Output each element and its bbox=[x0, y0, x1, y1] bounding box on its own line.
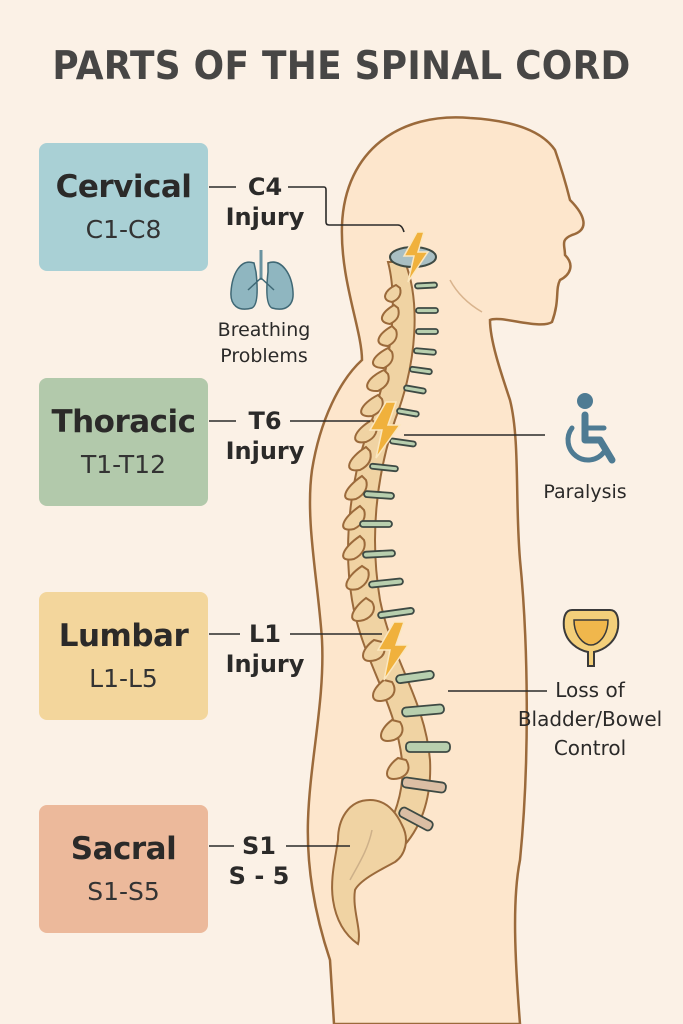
effect-paralysis: Paralysis bbox=[530, 479, 640, 505]
page-title: PARTS OF THE SPINAL CORD bbox=[52, 44, 631, 89]
injury-code: L1 bbox=[249, 620, 281, 648]
body-silhouette bbox=[306, 116, 585, 1024]
injury-code: S1 bbox=[242, 832, 276, 860]
injury-label: S - 5 bbox=[228, 862, 290, 890]
spinous-processes bbox=[342, 283, 410, 780]
lightning-icon-t6 bbox=[368, 401, 402, 459]
effect-label-line: Problems bbox=[220, 345, 308, 367]
lightning-icon-l1 bbox=[376, 621, 410, 681]
region-box-cervical: Cervical C1-C8 bbox=[39, 143, 208, 271]
injury-level-l1: L1 Injury bbox=[222, 620, 308, 678]
injury-level-t6: T6 Injury bbox=[222, 407, 308, 465]
injury-code: T6 bbox=[248, 407, 282, 435]
region-range: T1-T12 bbox=[81, 450, 166, 479]
region-range: C1-C8 bbox=[85, 215, 162, 244]
effect-bladder-bowel: Loss of Bladder/Bowel Control bbox=[500, 676, 680, 763]
injury-label: Injury bbox=[225, 650, 305, 678]
region-box-thoracic: Thoracic T1-T12 bbox=[39, 378, 208, 506]
sacrum bbox=[331, 798, 407, 946]
effect-breathing-problems: Breathing Problems bbox=[196, 317, 332, 369]
injury-level-s1: S1 S - 5 bbox=[216, 832, 302, 890]
injury-label: Injury bbox=[225, 437, 305, 465]
region-name: Thoracic bbox=[51, 404, 196, 440]
region-name: Sacral bbox=[70, 831, 177, 867]
injury-label: Injury bbox=[225, 203, 305, 231]
injury-code: C4 bbox=[247, 173, 283, 201]
lightning-icon-c4 bbox=[402, 231, 430, 283]
region-range: L1-L5 bbox=[89, 664, 158, 693]
effect-label-line: Bladder/Bowel bbox=[517, 707, 663, 731]
region-name: Lumbar bbox=[58, 618, 189, 654]
intervertebral-discs bbox=[359, 281, 451, 832]
effect-label-line: Loss of bbox=[555, 678, 625, 702]
effect-label-line: Breathing bbox=[217, 319, 311, 341]
region-box-sacral: Sacral S1-S5 bbox=[39, 805, 208, 933]
injury-level-c4: C4 Injury bbox=[222, 173, 308, 231]
region-range: S1-S5 bbox=[87, 877, 160, 906]
wheelchair-icon bbox=[565, 393, 616, 464]
bladder-icon bbox=[562, 609, 620, 667]
lungs-icon bbox=[230, 250, 294, 310]
region-box-lumbar: Lumbar L1-L5 bbox=[39, 592, 208, 720]
jaw-line bbox=[449, 279, 483, 313]
region-name: Cervical bbox=[55, 169, 192, 205]
effect-label-line: Control bbox=[553, 736, 627, 760]
effect-label-line: Paralysis bbox=[543, 481, 627, 503]
connector-lines bbox=[209, 186, 547, 847]
